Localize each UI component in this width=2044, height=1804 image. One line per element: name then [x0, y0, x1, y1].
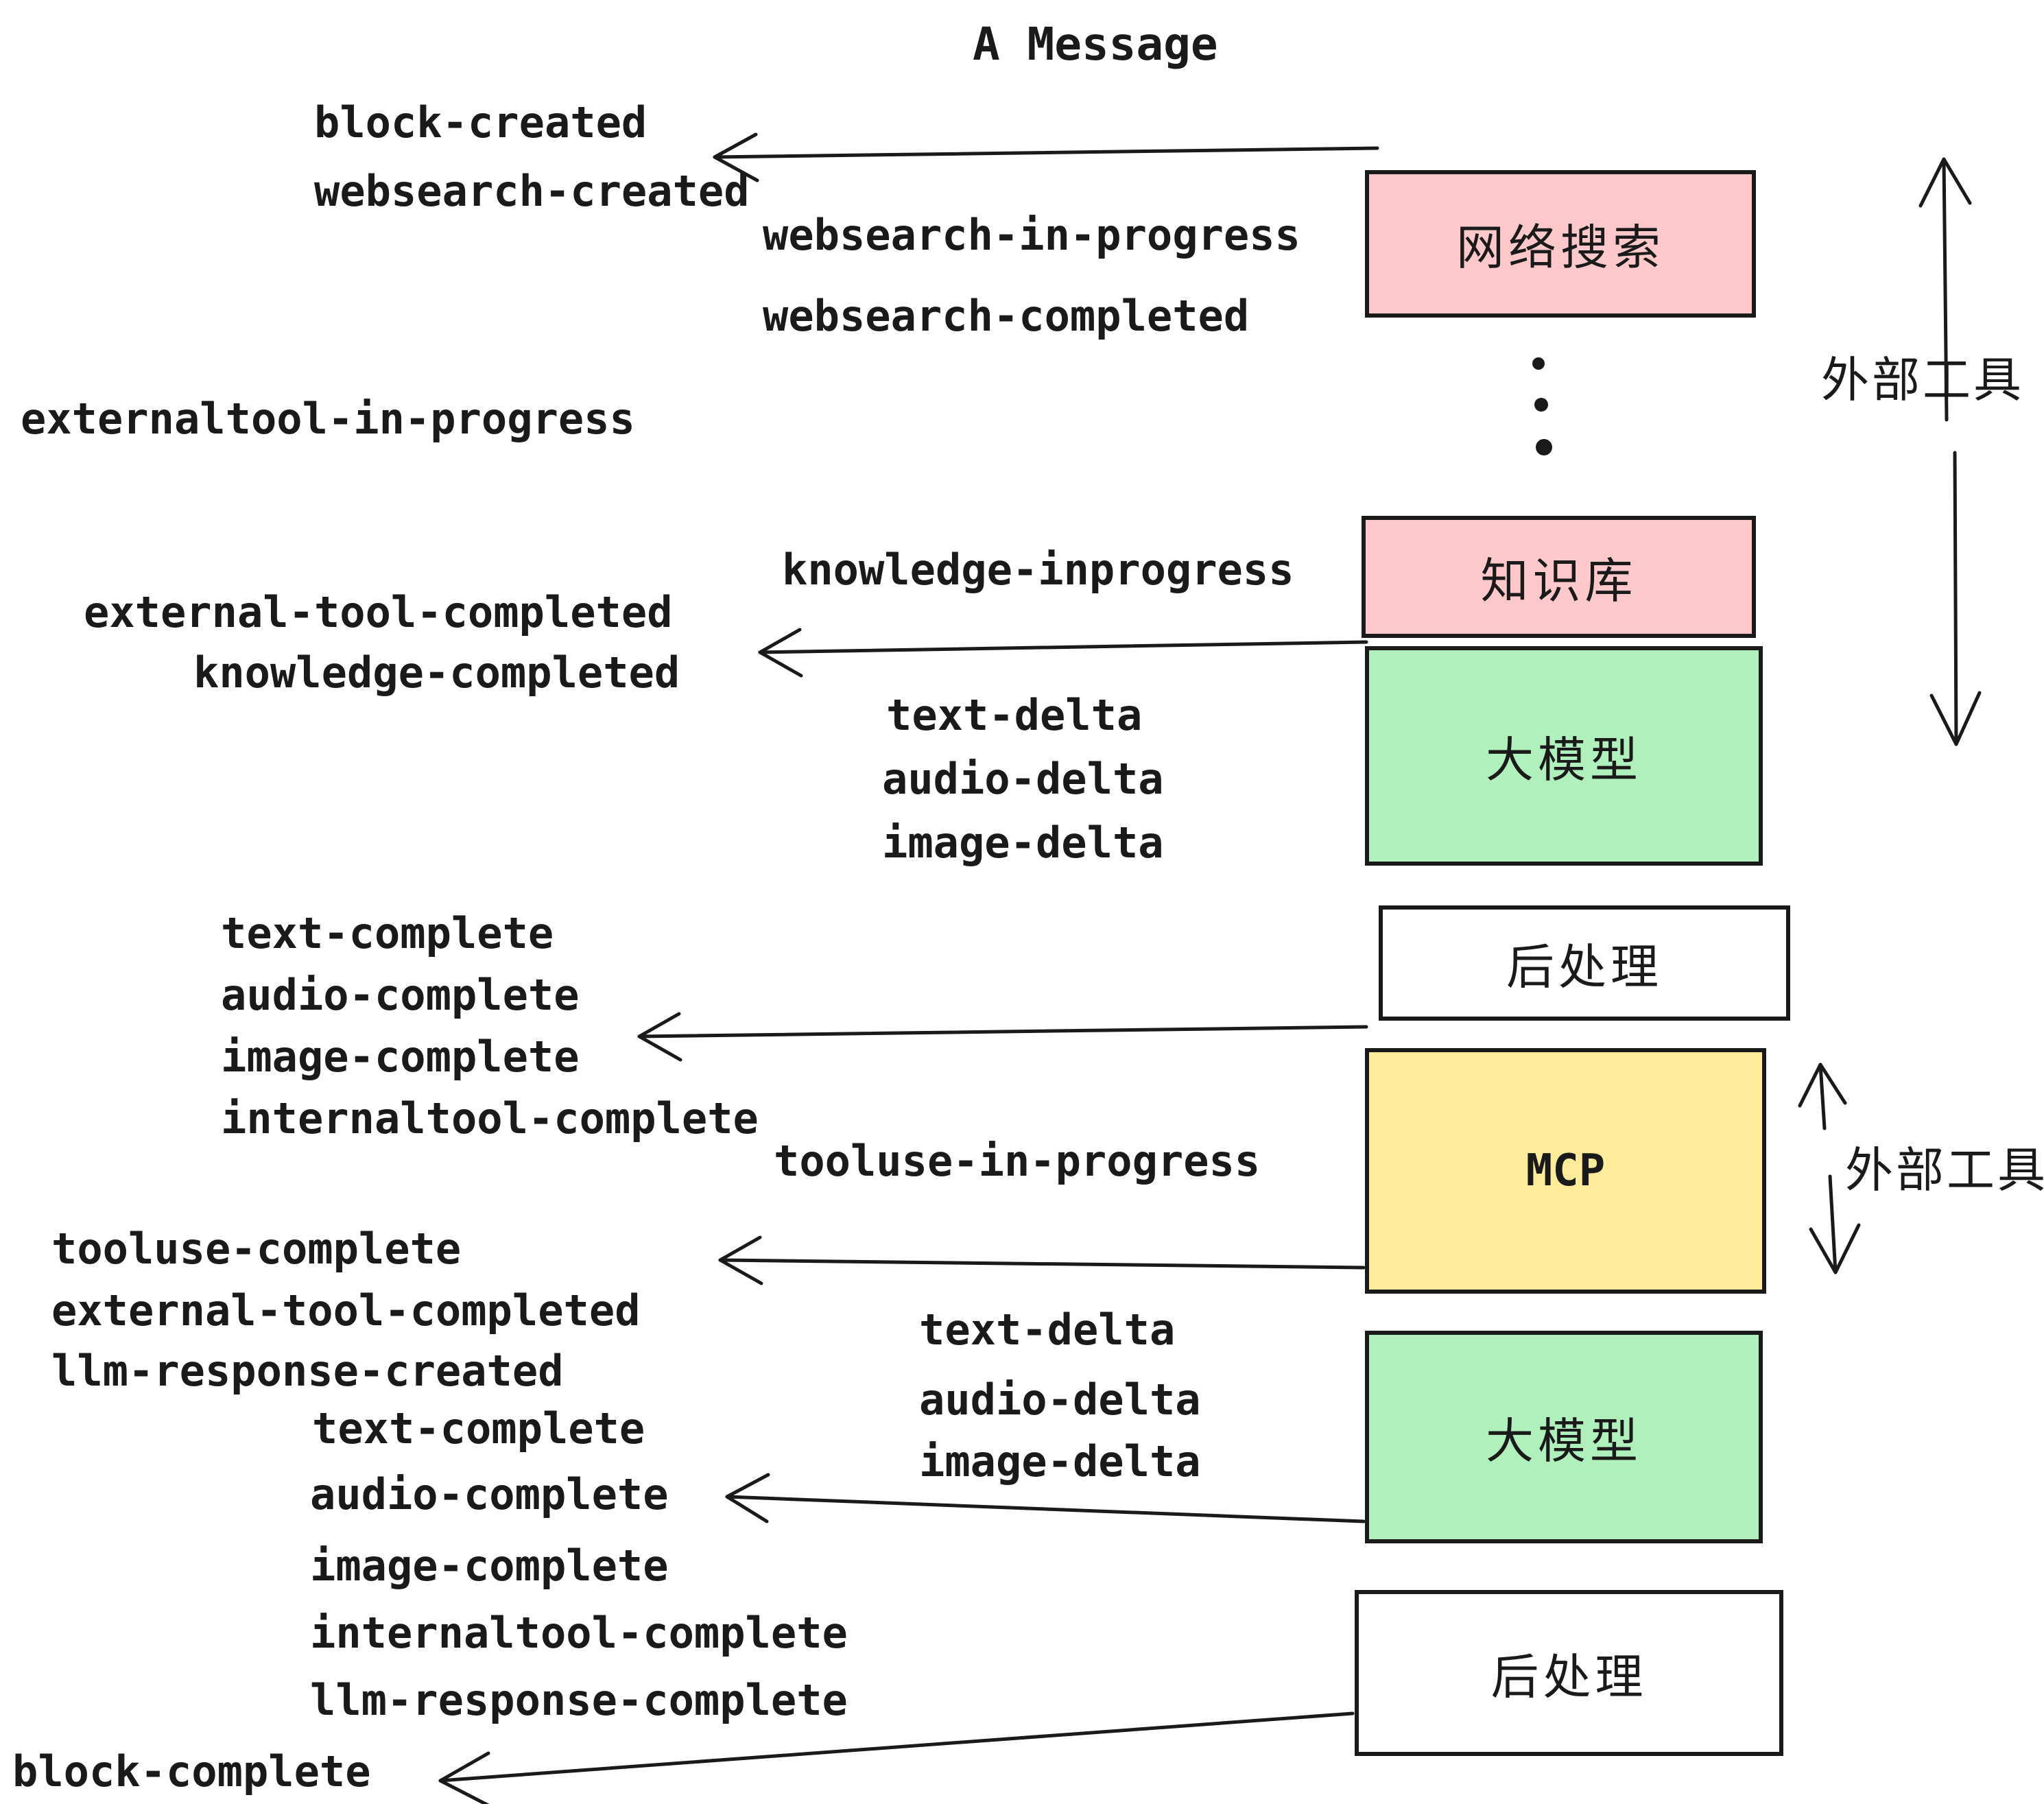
arrow-mcp-to-tooluse-complete [718, 1235, 1366, 1285]
event-text-delta-2: text-delta [919, 1305, 1176, 1355]
event-text-complete-1: text-complete [221, 908, 554, 958]
event-websearch-completed: websearch-completed [763, 291, 1250, 341]
event-tooluse-in-progress: tooluse-in-progress [774, 1136, 1261, 1186]
external-tools-arrow-down-top [1929, 451, 1982, 746]
event-image-complete-1: image-complete [221, 1032, 580, 1082]
event-block-created: block-created [314, 97, 647, 147]
external-tools-arrow-up-mid [1798, 1063, 1847, 1130]
event-websearch-created: websearch-created [314, 166, 750, 216]
box-postprocess-1-label: 后处理 [1506, 938, 1663, 995]
event-block-complete: block-complete [12, 1746, 371, 1796]
event-audio-complete-1: audio-complete [221, 970, 580, 1020]
arrow-post1-to-complete-group [637, 1012, 1368, 1062]
event-text-delta-1: text-delta [886, 690, 1143, 740]
event-external-tool-completed: external-tool-completed [84, 587, 673, 637]
arrow-llm1-to-knowledge-completed [758, 628, 1368, 678]
event-audio-complete-2: audio-complete [310, 1469, 669, 1519]
event-image-delta-2: image-delta [919, 1436, 1201, 1486]
event-knowledge-inprogress: knowledge-inprogress [782, 545, 1294, 595]
box-llm-1: 大模型 [1365, 646, 1763, 866]
page-title: A Message [973, 18, 1218, 71]
box-llm-2-label: 大模型 [1486, 1412, 1642, 1469]
box-postprocess-1: 后处理 [1379, 905, 1790, 1021]
event-internaltool-complete-2: internaltool-complete [310, 1608, 848, 1658]
box-llm-1-label: 大模型 [1486, 731, 1642, 788]
arrow-websearch-to-created [713, 132, 1379, 182]
event-llm-response-complete: llm-response-complete [310, 1675, 848, 1725]
box-mcp: MCP [1365, 1048, 1766, 1294]
box-postprocess-2: 后处理 [1355, 1590, 1783, 1756]
external-tools-label-top: 外部工具 [1821, 352, 2024, 408]
event-websearch-in-progress: websearch-in-progress [763, 210, 1300, 260]
ellipsis-dots [1532, 357, 1552, 455]
box-websearch-label: 网络搜索 [1456, 219, 1665, 276]
external-tools-label-mid: 外部工具 [1845, 1142, 2044, 1198]
event-tooluse-complete: tooluse-complete [51, 1224, 462, 1274]
event-external-tool-completed-2: external-tool-completed [51, 1285, 641, 1336]
box-knowledge: 知识库 [1362, 516, 1756, 638]
box-postprocess-2-label: 后处理 [1490, 1648, 1648, 1705]
event-knowledge-completed: knowledge-completed [193, 648, 680, 698]
event-text-complete-2: text-complete [312, 1403, 645, 1453]
box-llm-2: 大模型 [1365, 1331, 1763, 1543]
event-audio-delta-1: audio-delta [882, 754, 1164, 804]
arrow-post2-to-block-complete [438, 1711, 1355, 1804]
box-mcp-label: MCP [1525, 1146, 1606, 1196]
event-llm-response-created: llm-response-created [51, 1346, 564, 1396]
box-websearch: 网络搜索 [1365, 170, 1756, 318]
box-knowledge-label: 知识库 [1480, 552, 1637, 609]
event-image-delta-1: image-delta [882, 818, 1164, 868]
event-audio-delta-2: audio-delta [919, 1375, 1201, 1425]
event-internaltool-complete-1: internaltool-complete [221, 1093, 759, 1143]
event-image-complete-2: image-complete [310, 1541, 669, 1591]
event-externaltool-in-progress: externaltool-in-progress [21, 394, 635, 444]
